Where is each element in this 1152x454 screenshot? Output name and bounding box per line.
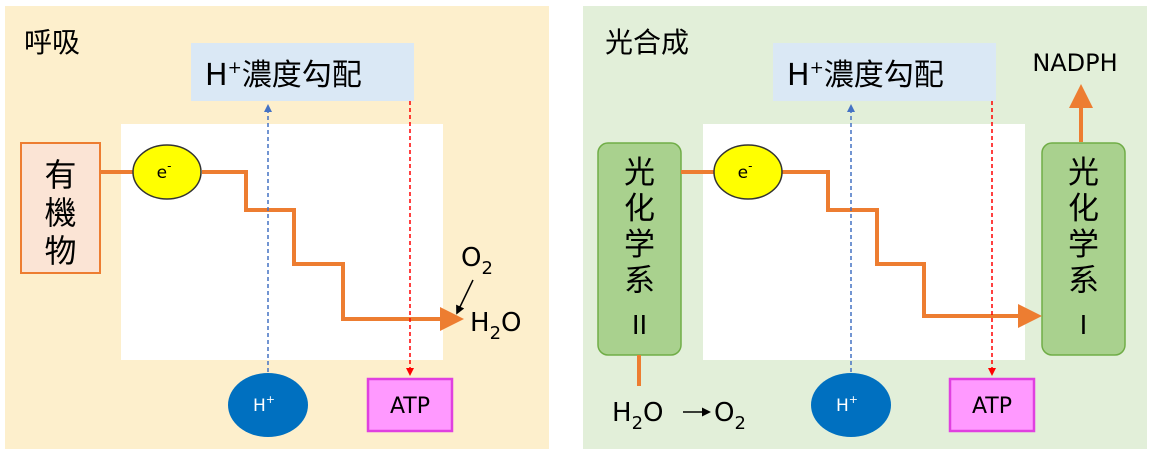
psi-char-3: 学 — [1068, 227, 1099, 263]
respiration-gradient-box — [191, 43, 414, 101]
photosynthesis-electron-path — [782, 170, 1042, 328]
photosynthesis-electron-label: e- — [738, 159, 753, 183]
photosynthesis-gradient-box — [773, 43, 996, 101]
water-split-o2: O2 — [714, 398, 746, 434]
respiration-gradient-label: H+濃度勾配 — [205, 58, 362, 93]
photosynthesis-electron — [713, 144, 783, 200]
photosynthesis-gradient-label: H+濃度勾配 — [787, 58, 944, 93]
psii-char-2: 化 — [624, 191, 655, 227]
respiration-atp-label: ATP — [390, 394, 430, 419]
water-split-h2o: H2O — [612, 398, 663, 434]
photosynthesis-proton-label: H+ — [836, 393, 858, 416]
organic-char-3: 物 — [44, 232, 76, 270]
psii-char-4: 系 — [624, 263, 655, 299]
respiration-h2o-label: H2O — [470, 308, 521, 344]
photosynthesis-title: 光合成 — [605, 26, 689, 59]
psi-char-2: 化 — [1068, 191, 1099, 227]
photosystem-i-box — [1041, 142, 1126, 356]
respiration-electron-path — [202, 170, 464, 331]
psi-numeral: I — [1080, 311, 1088, 341]
photosynthesis-panel: 光合成 H+濃度勾配 NADPH 光 化 学 系 II 光 化 学 系 I e- — [583, 6, 1147, 449]
nadph-label: NADPH — [1032, 49, 1117, 77]
respiration-electron — [132, 144, 202, 200]
psii-char-1: 光 — [624, 155, 655, 191]
respiration-atp-box — [366, 377, 454, 433]
psii-char-3: 学 — [624, 227, 655, 263]
respiration-proton-circle — [228, 373, 308, 437]
organic-char-2: 機 — [44, 194, 76, 232]
photosynthesis-atp-label: ATP — [972, 394, 1012, 419]
respiration-o2-label: O2 — [461, 243, 493, 279]
psi-char-4: 系 — [1068, 263, 1099, 299]
o2-to-h2o-arrow — [456, 279, 474, 315]
psi-char-1: 光 — [1068, 155, 1099, 191]
respiration-panel: 呼吸 H+濃度勾配 有 機 物 e- O2 H2O — [5, 6, 549, 449]
photosynthesis-atp-box — [948, 377, 1036, 433]
photosynthesis-proton-circle — [811, 373, 891, 437]
respiration-title: 呼吸 — [24, 26, 80, 59]
organic-matter-box — [20, 142, 101, 274]
psii-numeral: II — [632, 311, 647, 341]
respiration-proton-label: H+ — [253, 393, 275, 416]
respiration-electron-label: e- — [157, 159, 172, 183]
organic-char-1: 有 — [44, 156, 76, 194]
